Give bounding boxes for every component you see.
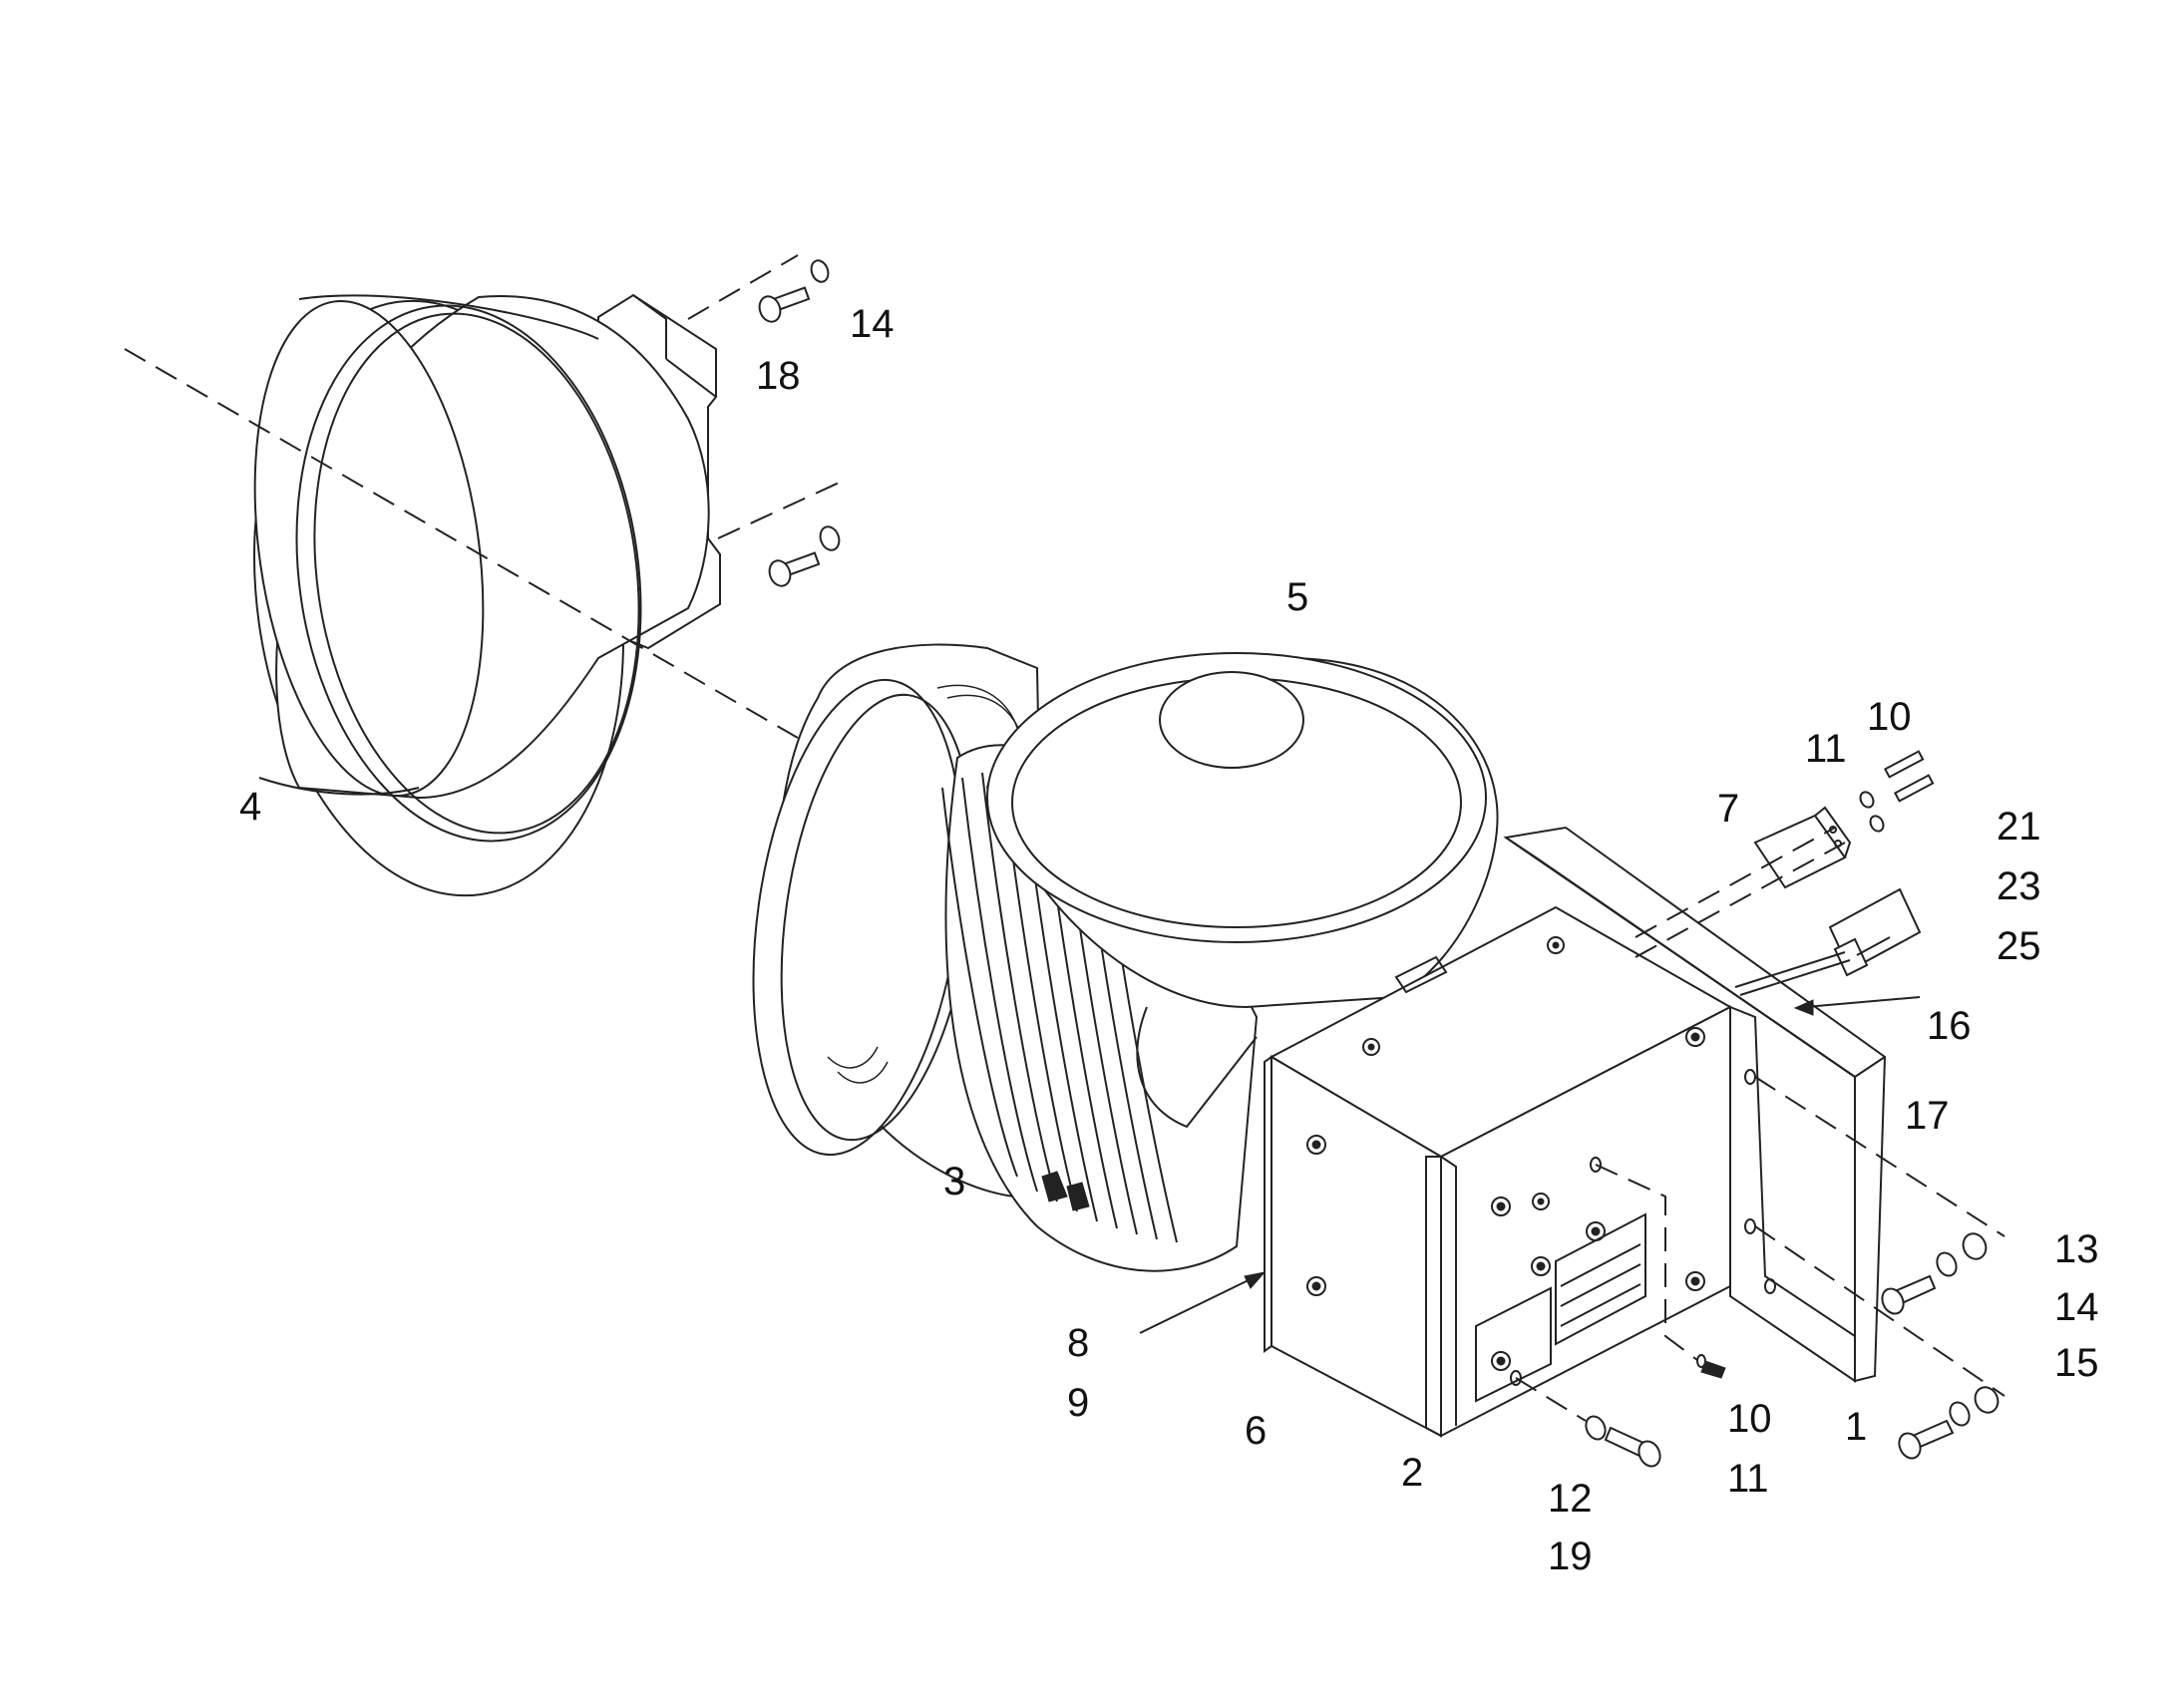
callout-9: 9 [1067, 1381, 1089, 1425]
part-2-controller-box [1264, 905, 1733, 1438]
callout-4: 4 [239, 785, 261, 829]
callout-labels: 14 18 5 4 10 11 7 21 23 25 16 17 3 13 14… [239, 302, 2099, 1578]
callout-15: 15 [2054, 1341, 2099, 1385]
callout-16: 16 [1927, 1004, 1972, 1048]
axis-line [124, 348, 799, 739]
callout-6: 6 [1245, 1409, 1267, 1453]
callout-19: 19 [1548, 1535, 1593, 1578]
connector-21-23-25 [1828, 887, 1922, 977]
callout-12: 12 [1548, 1477, 1593, 1521]
callout-1: 1 [1845, 1405, 1867, 1449]
callout-17: 17 [1905, 1094, 1950, 1138]
callout-23: 23 [1997, 864, 2041, 908]
part-4-duct-ring [252, 293, 721, 897]
callout-7: 7 [1717, 787, 1739, 831]
callout-3: 3 [943, 1160, 965, 1203]
callout-21: 21 [1997, 805, 2041, 849]
leader-arrows [1139, 996, 1921, 1334]
callout-8: 8 [1067, 1321, 1089, 1365]
washer-lower [819, 525, 841, 551]
screw-18-upper [758, 286, 811, 323]
callout-14-upper: 14 [850, 302, 895, 346]
callout-10-lower: 10 [1727, 1397, 1772, 1441]
callout-18: 18 [756, 354, 801, 398]
callout-11-upper: 11 [1805, 727, 1847, 771]
box-front-fasteners [1515, 1164, 1726, 1468]
callout-13: 13 [2054, 1227, 2099, 1271]
callout-5: 5 [1286, 575, 1308, 619]
callout-11-lower: 11 [1727, 1457, 1769, 1501]
callout-10-upper: 10 [1867, 695, 1912, 739]
part-17-bracket [1503, 826, 1887, 1383]
box-nuts [1306, 936, 1705, 1371]
part-10-11-screws [1859, 750, 1935, 833]
callout-14-lower: 14 [2054, 1285, 2099, 1329]
screw-18-lower [768, 551, 821, 587]
part-16-cable [1734, 951, 1851, 996]
washer-14-upper [810, 259, 830, 283]
part-7-bracket-plate [1635, 806, 1852, 958]
bracket-fasteners [1754, 1076, 2005, 1460]
callout-25: 25 [1997, 924, 2041, 968]
callout-2: 2 [1401, 1451, 1423, 1495]
ring-fasteners [687, 254, 849, 587]
part-5-motor-cover [985, 652, 1499, 1129]
